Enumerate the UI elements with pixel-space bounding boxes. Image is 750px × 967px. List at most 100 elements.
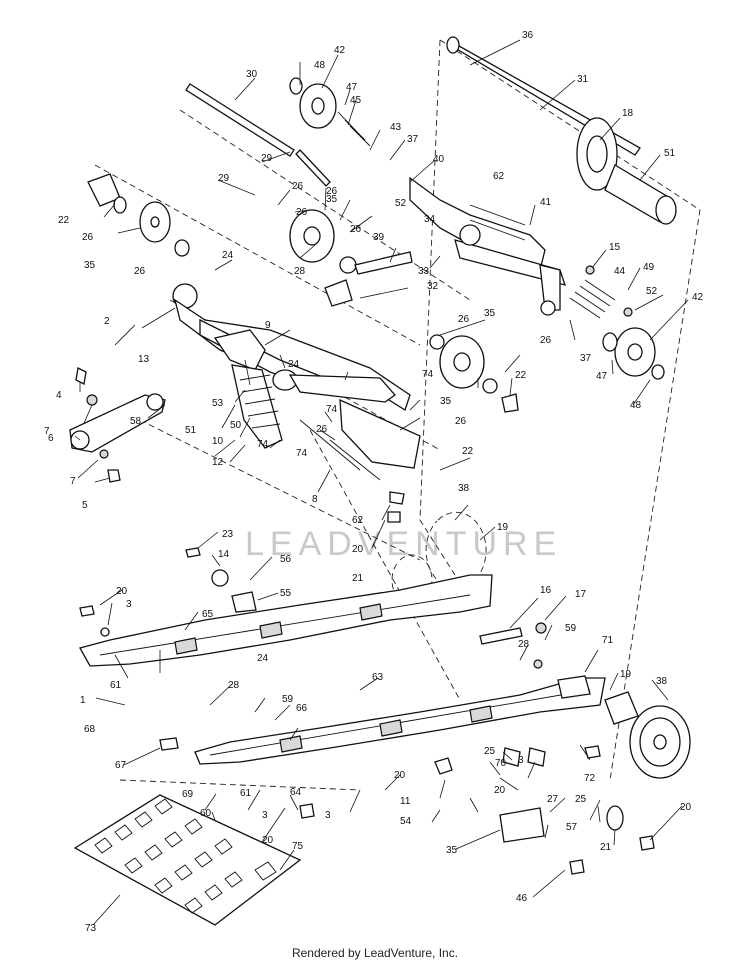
callout-numbers: 36 31 18 51 30 48 42 47 45 43 37 40 29 2… — [44, 30, 704, 934]
callout-17: 17 — [575, 589, 587, 600]
callout-10: 10 — [212, 436, 224, 447]
callout-13: 13 — [138, 354, 150, 365]
callout-68: 68 — [84, 724, 96, 735]
idler-wheel-left — [87, 173, 190, 257]
callout-7b: 7 — [70, 476, 76, 487]
callout-26i: 26 — [316, 424, 328, 435]
callout-51: 51 — [664, 148, 676, 159]
callout-25: 25 — [484, 746, 496, 757]
callout-59b: 59 — [282, 694, 294, 705]
callout-3d: 3 — [518, 755, 524, 766]
callout-55: 55 — [280, 588, 292, 599]
callout-62b: 62 — [352, 515, 364, 526]
callout-74d: 74 — [422, 369, 434, 380]
callout-35b: 35 — [84, 260, 96, 271]
callout-15: 15 — [609, 242, 621, 253]
callout-37b: 37 — [580, 353, 592, 364]
callout-22b: 22 — [515, 370, 527, 381]
callout-35: 35 — [326, 194, 338, 205]
callout-26g: 26 — [540, 335, 552, 346]
callout-20: 20 — [352, 544, 364, 555]
callout-67: 67 — [115, 760, 127, 771]
callout-22c: 22 — [462, 446, 474, 457]
callout-22: 22 — [58, 215, 70, 226]
callout-24: 24 — [222, 250, 234, 261]
right-slide-rail — [194, 675, 606, 765]
callout-33: 33 — [418, 266, 430, 277]
callout-29b: 29 — [218, 173, 230, 184]
callout-20e: 20 — [494, 785, 506, 796]
callout-19: 19 — [497, 522, 509, 533]
callout-24b: 24 — [288, 359, 300, 370]
callout-20d: 20 — [394, 770, 406, 781]
callout-66: 66 — [296, 703, 308, 714]
callout-61b: 61 — [240, 788, 252, 799]
callout-25b: 25 — [575, 794, 587, 805]
left-slide-rail — [79, 574, 493, 667]
callout-74c: 74 — [326, 404, 338, 415]
watermark: LEADVENTURE — [245, 525, 562, 563]
callout-21: 21 — [352, 573, 364, 584]
callout-26e: 26 — [134, 266, 146, 277]
track-section — [73, 794, 302, 926]
callout-74: 74 — [257, 439, 269, 450]
callout-63: 63 — [372, 672, 384, 683]
callout-27: 27 — [547, 794, 559, 805]
small-hardware — [79, 547, 547, 669]
callout-46: 46 — [516, 893, 528, 904]
callout-74b: 74 — [296, 448, 308, 459]
callout-23: 23 — [222, 529, 234, 540]
callout-28: 28 — [294, 266, 306, 277]
callout-18: 18 — [622, 108, 634, 119]
callout-26h: 26 — [458, 314, 470, 325]
callout-19b: 19 — [620, 669, 632, 680]
callout-71: 71 — [602, 635, 614, 646]
callout-29: 29 — [261, 153, 273, 164]
left-link-bracket — [69, 367, 166, 483]
callout-9: 9 — [265, 320, 271, 331]
callout-1: 1 — [80, 695, 86, 706]
callout-48b: 48 — [630, 400, 642, 411]
callout-8: 8 — [312, 494, 318, 505]
callout-26j: 26 — [455, 416, 467, 427]
callout-62: 62 — [493, 171, 505, 182]
callout-57: 57 — [566, 822, 578, 833]
leader-lines — [74, 39, 689, 926]
callout-26f: 26 — [350, 224, 362, 235]
axle-rods — [185, 83, 331, 187]
callout-38: 38 — [458, 483, 470, 494]
callout-21b: 21 — [600, 842, 612, 853]
callout-3c: 3 — [325, 810, 331, 821]
callout-31: 31 — [577, 74, 589, 85]
callout-41: 41 — [540, 197, 552, 208]
callout-42b: 42 — [692, 292, 704, 303]
callout-26c: 26 — [326, 186, 338, 197]
callout-34: 34 — [424, 214, 436, 225]
rear-axle — [446, 36, 677, 225]
callout-6: 6 — [48, 433, 54, 444]
callout-7: 7 — [44, 426, 50, 437]
callout-24c: 24 — [257, 653, 269, 664]
callout-42: 42 — [334, 45, 346, 56]
callout-35d: 35 — [440, 396, 452, 407]
callout-70: 70 — [495, 758, 507, 769]
callout-43: 43 — [390, 122, 402, 133]
callout-64: 64 — [290, 787, 302, 798]
callout-65: 65 — [202, 609, 214, 620]
rear-wheel-right — [604, 691, 691, 779]
callout-47: 47 — [346, 82, 358, 93]
callout-20b: 20 — [116, 586, 128, 597]
callout-28b: 28 — [518, 639, 530, 650]
callout-44: 44 — [614, 266, 626, 277]
callout-51b: 51 — [185, 425, 197, 436]
callout-40: 40 — [433, 154, 445, 165]
callout-59: 59 — [565, 623, 577, 634]
callout-20f: 20 — [680, 802, 692, 813]
callout-49: 49 — [643, 262, 655, 273]
front-arm-assembly — [409, 176, 566, 316]
callout-60: 60 — [200, 808, 212, 819]
callout-16: 16 — [540, 585, 552, 596]
idler-wheel-center — [289, 209, 413, 307]
callout-45: 45 — [350, 95, 362, 106]
callout-14: 14 — [218, 549, 230, 560]
